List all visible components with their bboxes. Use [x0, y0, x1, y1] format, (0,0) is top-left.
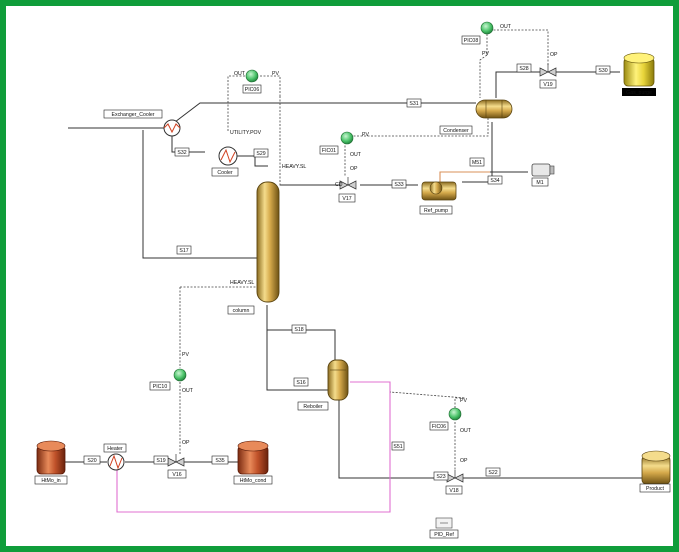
port-label-pv: PV	[272, 71, 279, 77]
port-label-op: OP	[350, 166, 358, 172]
valve-v18-label: V18	[449, 488, 458, 494]
condenser[interactable]	[475, 99, 513, 119]
stream-s18: S18	[294, 327, 303, 333]
reboiler-label: Reboiler	[303, 404, 323, 410]
stream-s33: S33	[394, 182, 403, 188]
motor-label: M1	[536, 180, 543, 186]
port-label-heavy: HEAVY.SL	[230, 280, 254, 286]
port-label-heavy: HEAVY.SL	[282, 164, 306, 170]
stream-s16: S16	[296, 380, 305, 386]
port-label-pv: PV	[460, 398, 467, 404]
reflux-pump[interactable]	[421, 181, 457, 201]
stream-s20: S20	[87, 458, 96, 464]
controller-fic06-label: FIC06	[432, 424, 446, 430]
controller-fic01-label: FIC01	[322, 148, 336, 154]
stream-s35: S35	[215, 458, 224, 464]
stream-s32: S32	[177, 150, 186, 156]
valve-v17[interactable]	[339, 177, 357, 190]
port-label-op: OP	[182, 440, 190, 446]
stream-s51: S51	[393, 444, 402, 450]
port-label-out: OUT	[350, 152, 362, 158]
signal-lines	[179, 29, 549, 470]
stream-s28: S28	[519, 66, 528, 72]
exchanger-cooler[interactable]	[163, 119, 181, 137]
stream-s31: S31	[409, 101, 418, 107]
stream-s22: S22	[488, 470, 497, 476]
hot-utility-out-tank[interactable]	[237, 440, 269, 475]
valve-v19[interactable]	[539, 64, 557, 77]
product-label: Product	[646, 486, 664, 492]
gas-purge-tank[interactable]: Gas_purge	[622, 52, 656, 96]
hot-utility-line	[116, 381, 391, 513]
port-label-op: OP	[550, 52, 558, 58]
controller-pic10-label: PIC10	[153, 384, 168, 390]
stream-s29: S29	[256, 151, 265, 157]
valve-v18[interactable]	[446, 470, 464, 483]
valve-v19-label: V19	[543, 82, 552, 88]
controller-pic08[interactable]	[480, 21, 494, 35]
pid-ref-block[interactable]	[435, 517, 453, 529]
port-label-pv: PV	[362, 132, 369, 138]
port-label-pv: PV	[182, 352, 189, 358]
motor[interactable]	[531, 163, 555, 177]
port-label-utility-pow: UTILITY.POV	[230, 130, 262, 136]
port-label-out: OUT	[234, 71, 246, 77]
gas-purge-label: Gas_purge	[626, 90, 652, 96]
controller-fic01[interactable]	[340, 131, 354, 145]
distillation-column[interactable]	[256, 181, 280, 303]
port-label-pv: PV	[482, 51, 489, 57]
port-label-op: OP	[460, 458, 468, 464]
condenser-label: Condenser	[443, 128, 469, 134]
product-tank[interactable]	[641, 450, 671, 485]
stream-s23: S23	[436, 474, 445, 480]
controller-pic06-label: PIC06	[245, 87, 260, 93]
controller-pic10[interactable]	[173, 368, 187, 382]
reflux-pump-label: Ref_pump	[424, 208, 448, 214]
port-label-out: OUT	[182, 388, 194, 394]
port-label-cd: CD	[335, 182, 343, 188]
heater[interactable]	[107, 453, 125, 471]
port-label-out: OUT	[460, 428, 472, 434]
controller-pic08-label: PIC08	[464, 38, 479, 44]
hot-utility-out-label: HtMo_cond	[240, 478, 267, 484]
hot-utility-in-tank[interactable]	[36, 440, 66, 475]
cooler[interactable]	[218, 146, 238, 166]
controller-fic06[interactable]	[448, 407, 462, 421]
stream-s17: S17	[179, 248, 188, 254]
column-label: column	[233, 308, 250, 314]
valve-v16[interactable]	[167, 454, 185, 467]
reboiler[interactable]	[327, 359, 349, 401]
stream-m51: M51	[472, 160, 482, 166]
hot-utility-in-label: HtMo_in	[41, 478, 60, 484]
valve-v16-label: V16	[172, 472, 181, 478]
pid-ref-label: PID_Ref	[434, 532, 454, 538]
process-lines	[62, 71, 642, 479]
cooler-label: Cooler	[217, 170, 233, 176]
stream-s34: S34	[490, 178, 499, 184]
stream-s19: S19	[156, 458, 165, 464]
port-label-out: OUT	[500, 24, 512, 30]
valve-v17-label: V17	[342, 196, 351, 202]
exchanger-cooler-label: Exchanger_Cooler	[112, 112, 155, 118]
heater-label: Heater	[107, 446, 123, 452]
stream-s30: S30	[598, 68, 607, 74]
stream-tags: S28 S30 S31 S32 S29 S33 S34 S17 S18 S16 …	[83, 63, 611, 481]
controller-pic06[interactable]	[245, 69, 259, 83]
